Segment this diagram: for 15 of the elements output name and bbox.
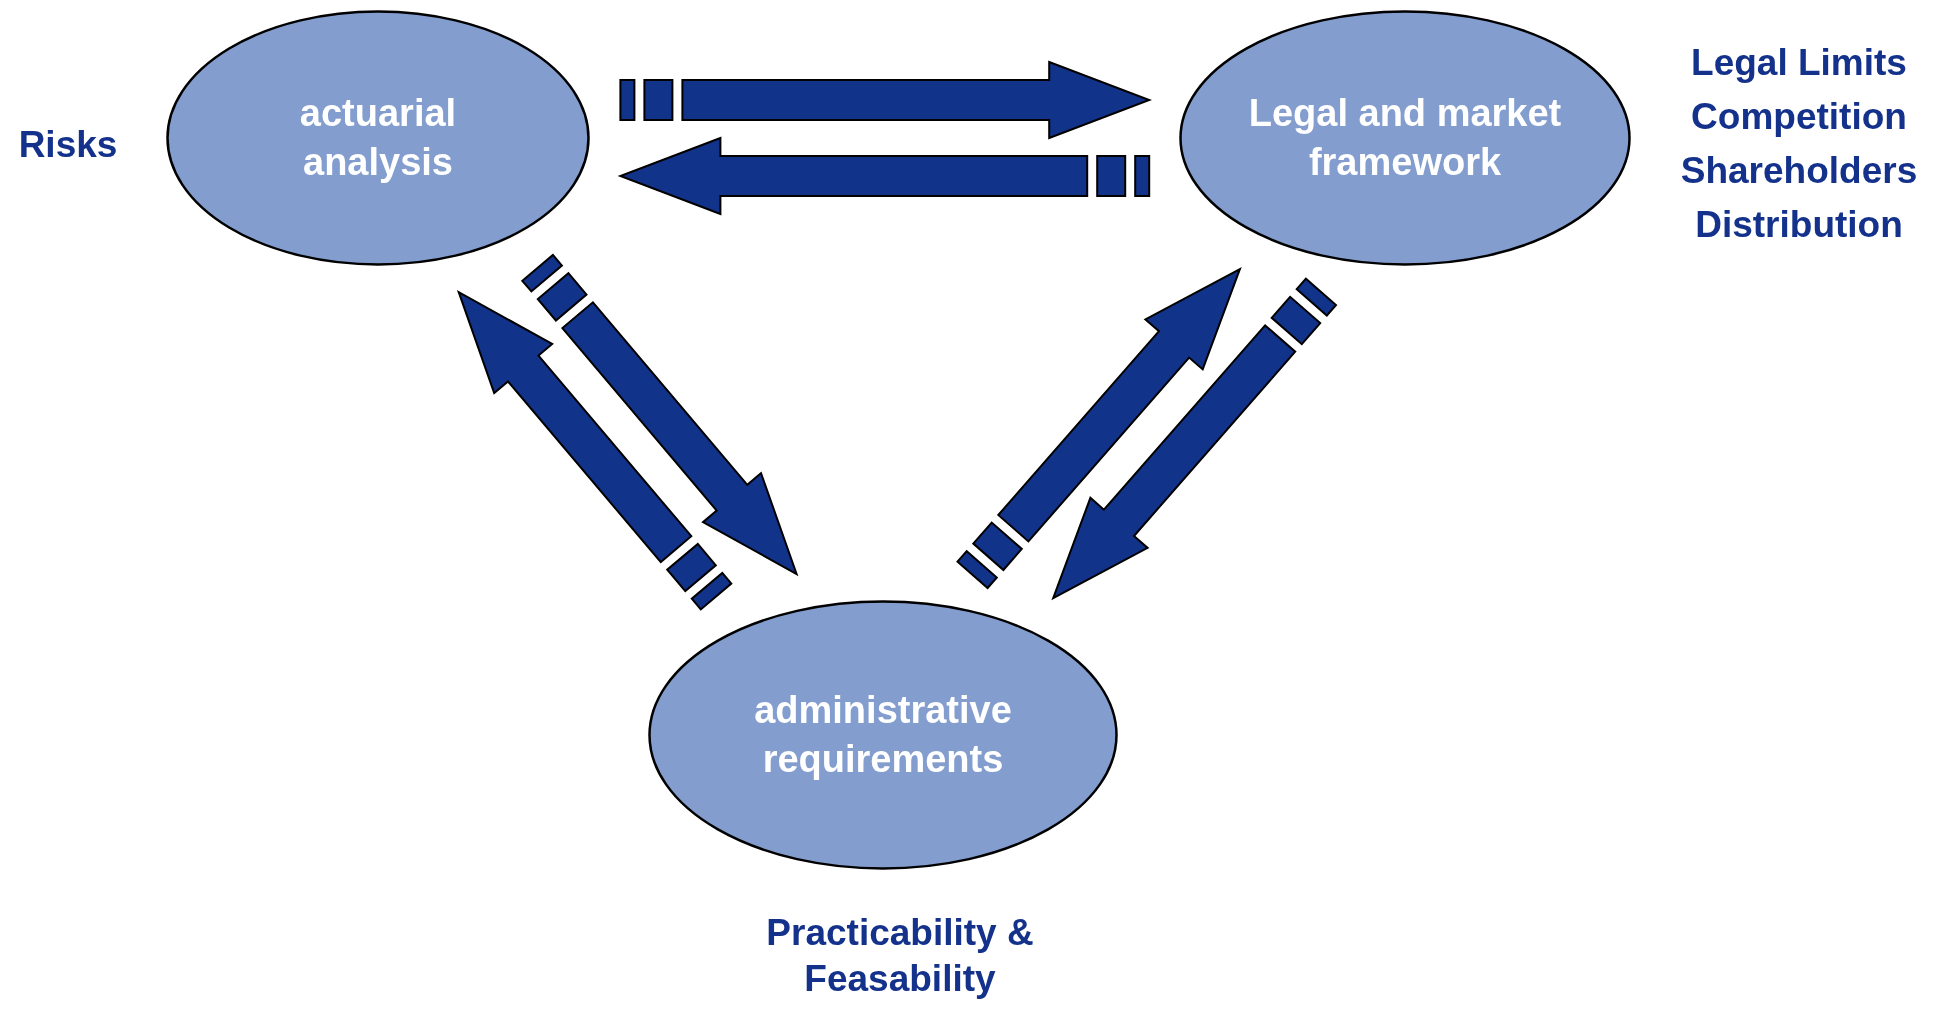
aspect-label: Risks	[17, 123, 119, 167]
block-arrow	[617, 136, 1151, 216]
block-arrow	[520, 253, 799, 577]
topic-label: actuarial analysis	[298, 90, 458, 185]
aspect-label: Practicability & Feasability	[765, 911, 1035, 1002]
block-arrow	[456, 290, 733, 611]
aspect-label: Shareholders	[1679, 149, 1919, 193]
topic-label: administrative requirements	[753, 687, 1013, 782]
aspect-label: Legal Limits	[1690, 41, 1908, 85]
topic-label: Legal and market framework	[1247, 90, 1563, 185]
block-arrow	[956, 267, 1242, 590]
block-arrow	[1051, 277, 1338, 601]
aspect-label: Distribution	[1694, 203, 1904, 247]
block-arrow	[619, 60, 1152, 140]
aspect-label: Competition	[1690, 95, 1908, 139]
